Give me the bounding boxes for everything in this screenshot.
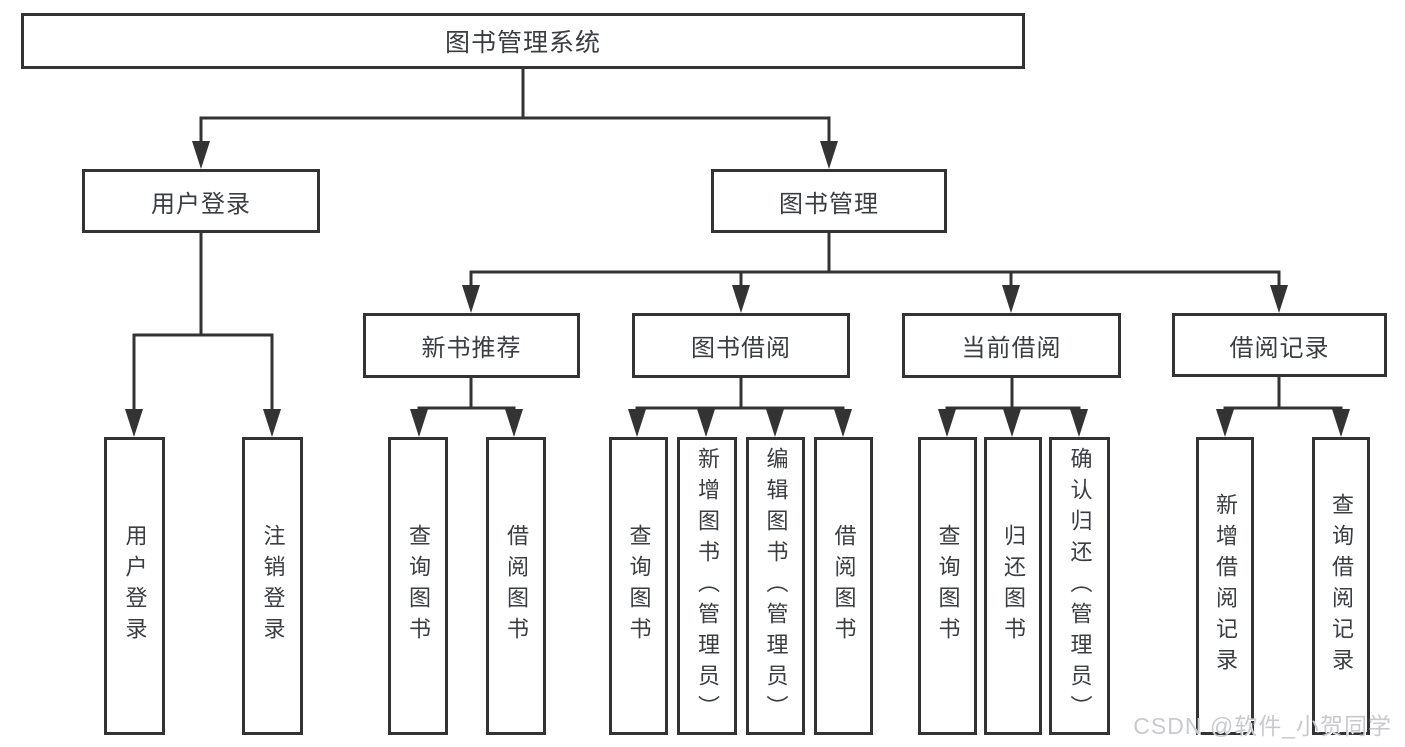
leaf-label: 确认归还（管理员） [1067,446,1093,726]
leaf-label: 编辑图书（管理员） [763,446,789,726]
node-borrow-records: 借阅记录 [1172,313,1387,377]
leaf-confirm-return-admin: 确认归还（管理员） [1049,437,1110,735]
node-book-borrow: 图书借阅 [632,313,850,378]
leaf-label: 借阅图书 [504,524,529,648]
leaf-label: 借阅图书 [831,524,857,648]
node-book-management: 图书管理 [711,169,947,233]
csdn-watermark: CSDN @软件_小贺同学 [1133,713,1392,739]
leaf-label: 用户登录 [122,524,148,648]
leaf-add-books-admin: 新增图书（管理员） [677,437,737,735]
leaf-query-books-borrow: 查询图书 [609,437,668,735]
node-new-book-recommend: 新书推荐 [363,313,580,378]
leaf-label: 查询图书 [406,524,431,648]
leaf-edit-books-admin: 编辑图书（管理员） [746,437,805,735]
root-node-system: 图书管理系统 [21,13,1025,69]
node-user-login: 用户登录 [82,169,320,233]
leaf-return-books: 归还图书 [984,437,1042,735]
leaf-borrow-books: 借阅图书 [814,437,873,735]
leaf-label: 新增借阅记录 [1213,493,1238,679]
leaf-label: 新增图书（管理员） [695,446,720,726]
leaf-label: 注销登录 [260,524,286,648]
node-current-borrow: 当前借阅 [902,313,1121,378]
leaf-label: 查询借阅记录 [1329,493,1354,679]
leaf-query-books-recommend: 查询图书 [388,437,448,735]
leaf-label: 查询图书 [935,524,961,648]
leaf-label: 归还图书 [1001,524,1026,648]
leaf-label: 查询图书 [626,524,652,648]
leaf-query-books-current: 查询图书 [918,437,977,735]
leaf-logout: 注销登录 [242,437,303,735]
leaf-add-borrow-record: 新增借阅记录 [1196,437,1254,735]
leaf-user-login: 用户登录 [104,437,165,735]
leaf-borrow-books-recommend: 借阅图书 [486,437,546,735]
leaf-query-borrow-record: 查询借阅记录 [1312,437,1370,735]
